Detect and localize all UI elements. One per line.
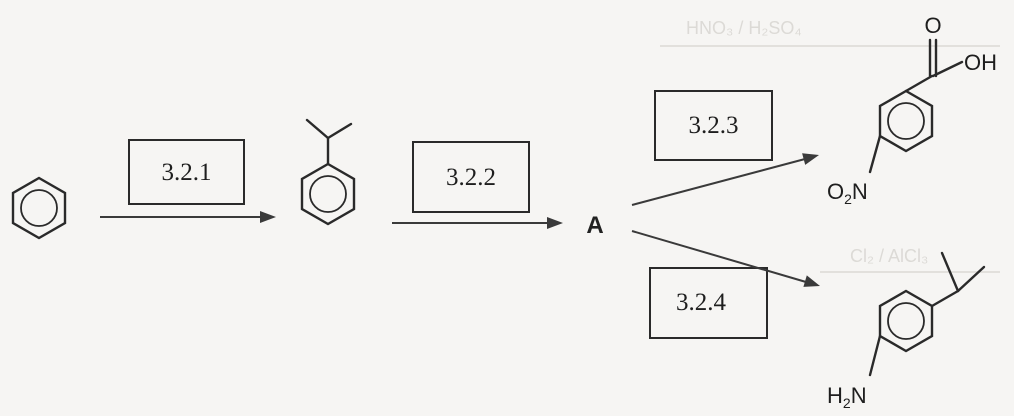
nitrobenzoic-ring [878, 89, 934, 153]
bleed-through: HNO₃ / H₂SO₄ Cl₂ / AlCl₃ [660, 18, 1000, 273]
bond-ring-isopropyl [930, 289, 960, 308]
cumene [300, 118, 356, 226]
step-label-3-2-1: 3.2.1 [162, 159, 212, 186]
cumene-ring [300, 162, 356, 226]
step-box-3-2-4 [649, 267, 768, 339]
step-2: 3.2.2 [392, 141, 563, 229]
arrow-2-head [547, 217, 563, 229]
benzene-ring [11, 176, 67, 240]
cumene-bond-methyl-right [326, 122, 353, 140]
amine-h: H [827, 383, 843, 408]
arrow-3 [631, 158, 806, 206]
step-box-3-2-3 [654, 90, 773, 161]
bond-ring-amine [868, 334, 882, 377]
nitro-n: N [852, 179, 868, 204]
nitrobenzoic-acid: O OH O2N [827, 13, 997, 207]
arrow-4 [631, 230, 807, 283]
ghost-reagent-nitration: HNO₃ / H₂SO₄ [686, 18, 802, 38]
bond-isopropyl-methyl-right [956, 265, 986, 293]
cumene-bond-methyl-left [305, 118, 330, 140]
step-3: 3.2.3 [631, 90, 819, 206]
benzene-aromatic-circle [20, 189, 58, 227]
intermediate-a: A [586, 212, 603, 239]
step-label-3-2-3: 3.2.3 [689, 112, 739, 139]
step-box-3-2-2 [412, 141, 530, 213]
arrow-1-head [260, 211, 276, 223]
nitro-subscript: 2 [844, 191, 852, 207]
amine-n: N [851, 383, 867, 408]
arrow-3-head [802, 153, 819, 165]
amine-group: H2N [827, 383, 867, 411]
cumene-aromatic-circle [309, 175, 347, 213]
nitro-group: O2N [827, 179, 868, 207]
step-label-3-2-2: 3.2.2 [446, 164, 496, 191]
isopropylaniline-aromatic-circle [887, 302, 925, 340]
bond-c-oh [931, 60, 964, 78]
arrow-4-head [803, 275, 820, 287]
isopropylaniline: H2N [827, 251, 986, 411]
ghost-reagent-chlorination: Cl₂ / AlCl₃ [850, 246, 928, 266]
bond-ring-carboxyl [904, 74, 934, 93]
hydroxyl-group: OH [964, 50, 997, 75]
bond-ring-nitro [868, 134, 882, 174]
nitrobenzoic-aromatic-circle [887, 102, 925, 140]
step-label-3-2-4: 3.2.4 [676, 289, 727, 316]
benzene [11, 176, 67, 240]
nitro-o: O [827, 179, 844, 204]
step-box-3-2-1 [128, 139, 245, 205]
step-4: 3.2.4 [631, 230, 820, 339]
step-1: 3.2.1 [100, 139, 276, 223]
amine-subscript: 2 [843, 395, 851, 411]
carbonyl-oxygen: O [924, 13, 941, 38]
bond-isopropyl-methyl-left [940, 251, 960, 293]
